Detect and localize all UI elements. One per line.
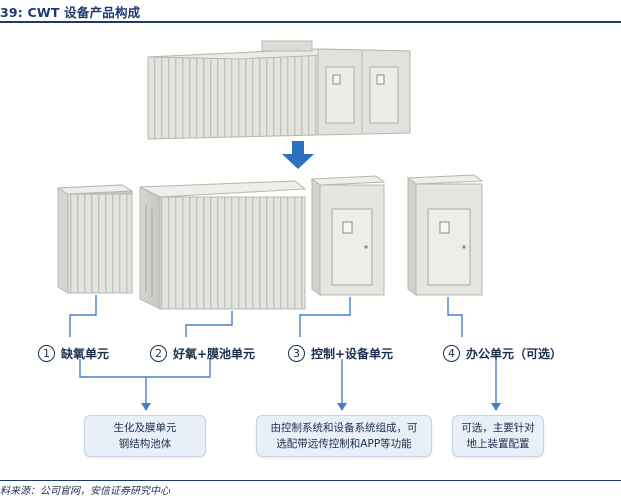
note-box-office: 可选，主要针对 地上装置配置: [452, 415, 544, 457]
note-line: 可选，主要针对: [461, 422, 535, 434]
note-line: 地上装置配置: [466, 438, 530, 450]
anoxic-unit-image: [56, 184, 134, 294]
note-line: 钢结构池体: [118, 438, 172, 450]
unit-label-office: 4 办公单元（可选）: [443, 345, 562, 362]
unit-label-text: 控制+设备单元: [311, 347, 394, 361]
product-composition-figure: 1 缺氧单元 2 好氧+膜池单元 3 控制+设备单元 4 办公单元（可选） 生化…: [0, 23, 621, 478]
source-divider: [0, 480, 621, 481]
unit-label-control-equipment: 3 控制+设备单元: [288, 345, 393, 362]
down-arrow-icon: [282, 141, 314, 169]
figure-caption: 39: CWT 设备产品构成: [0, 5, 141, 20]
note-box-control: 由控制系统和设备系统组成，可 选配带远传控制和APP等功能: [256, 415, 432, 457]
connector-arrowheads: [141, 403, 501, 411]
aerobic-membrane-unit-image: [139, 180, 307, 310]
figure-caption-row: 39: CWT 设备产品构成: [0, 0, 621, 23]
unit-label-text: 缺氧单元: [61, 347, 110, 361]
note-line: 选配带远传控制和APP等功能: [276, 438, 412, 450]
note-line: 由控制系统和设备系统组成，可: [270, 422, 418, 434]
unit-number-badge: 3: [288, 345, 305, 362]
equipment-diagram: [56, 40, 501, 411]
caption-divider: [0, 21, 621, 23]
unit-label-aerobic-membrane: 2 好氧+膜池单元: [150, 345, 255, 362]
source-row: 料来源：公司官网，安信证券研究中心: [0, 480, 621, 496]
note-line: 生化及膜单元: [113, 422, 177, 434]
control-equipment-unit-image: [310, 175, 386, 296]
assembled-station-image: [147, 40, 411, 140]
source-note: 料来源：公司官网，安信证券研究中心: [0, 486, 170, 496]
unit-number-badge: 1: [38, 345, 55, 362]
note-box-structure: 生化及膜单元 钢结构池体: [84, 415, 206, 457]
connector-lines: [69, 295, 497, 403]
unit-label-text: 办公单元（可选）: [466, 347, 563, 361]
unit-label-text: 好氧+膜池单元: [173, 347, 256, 361]
unit-label-anoxic: 1 缺氧单元: [38, 345, 109, 362]
office-unit-image: [406, 174, 484, 296]
unit-number-badge: 4: [443, 345, 460, 362]
unit-number-badge: 2: [150, 345, 167, 362]
